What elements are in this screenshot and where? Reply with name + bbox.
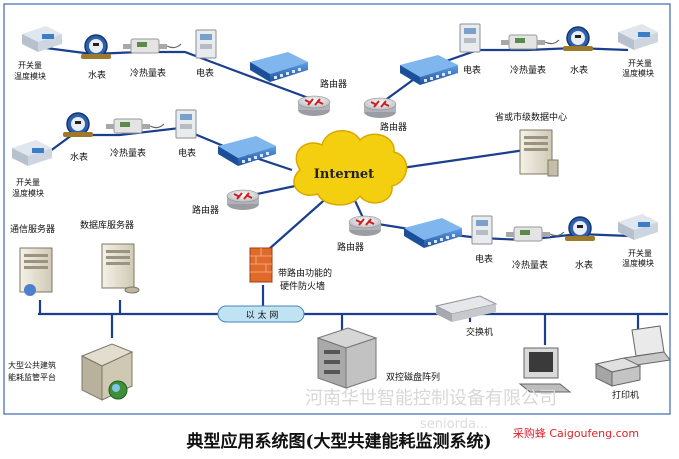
- firewall-label-line2: 硬件防火墙: [280, 280, 325, 292]
- heat-meter-top-right: 冷热量表: [500, 34, 560, 76]
- power-meter-mid-left: 电表: [175, 109, 197, 159]
- water-meter-mid-left: 水表: [62, 112, 94, 163]
- switch-temp-label-line2: 温度模块: [12, 188, 44, 198]
- diagram-caption: 典型应用系统图(大型共建能耗监测系统): [186, 431, 491, 452]
- power-meter-top-left: 电表: [195, 29, 217, 79]
- temp-module-lower-right: 开关量 温度模块: [618, 214, 658, 268]
- db-server: 数据库服务器: [80, 219, 140, 294]
- router-label: 路由器: [192, 204, 219, 216]
- heat-meter-label: 冷热量表: [510, 64, 546, 76]
- comm-server: 通信服务器: [10, 223, 55, 296]
- temp-module-top-left: 开关量 温度模块: [14, 26, 62, 81]
- router-mid-left: 路由器: [192, 189, 260, 216]
- router-label: 路由器: [320, 78, 347, 90]
- switch-temp-label-line1: 开关量: [16, 177, 40, 187]
- switch-temp-label-line2: 温度模块: [14, 71, 46, 81]
- water-meter-label: 水表: [88, 69, 106, 81]
- router-lower-right: 路由器: [337, 215, 382, 253]
- internet-cloud: Internet: [293, 130, 408, 206]
- heat-meter-lower-right: 冷热量表: [505, 226, 565, 271]
- power-meter-label: 电表: [178, 147, 196, 159]
- network-switch: 交换机: [434, 295, 498, 338]
- router-label: 路由器: [337, 241, 364, 253]
- monitoring-platform: 大型公共建筑 能耗监管平台: [8, 343, 134, 401]
- heat-meter-label: 冷热量表: [130, 67, 166, 79]
- temp-module-top-right: 开关量 温度模块: [618, 24, 658, 78]
- router-top-right: 路由器: [363, 97, 407, 133]
- platform-label-line2: 能耗监管平台: [8, 372, 56, 382]
- url-watermark: seniorda...: [420, 417, 488, 432]
- water-meter-label: 水表: [575, 259, 593, 271]
- company-watermark: 河南华世智能控制设备有限公司: [305, 388, 557, 409]
- data-center: 省或市级数据中心: [495, 111, 567, 177]
- power-meter-label: 电表: [196, 67, 214, 79]
- heat-meter-mid-left: 冷热量表: [105, 118, 165, 159]
- disk-array-label: 双控磁盘阵列: [386, 371, 440, 383]
- water-meter-lower-right: 水表: [564, 216, 596, 271]
- db-server-label: 数据库服务器: [80, 219, 134, 231]
- io-module-top-left: [250, 52, 308, 82]
- firewall-label-line1: 带路由功能的: [278, 267, 332, 279]
- water-meter-top-left: 水表: [80, 34, 112, 81]
- router-top-left: 路由器: [297, 78, 347, 117]
- workstation: [518, 347, 572, 393]
- heat-meter-label: 冷热量表: [512, 259, 548, 271]
- laptop: [623, 325, 671, 367]
- printer-label: 打印机: [612, 389, 639, 401]
- switch-temp-label-line2: 温度模块: [622, 68, 654, 78]
- brand-watermark: 采购蜂 Caigoufeng.com: [513, 426, 639, 440]
- switch-temp-label-line2: 温度模块: [622, 258, 654, 268]
- switch-temp-label-line1: 开关量: [628, 58, 652, 68]
- printer: 打印机: [594, 357, 642, 401]
- internet-label: Internet: [314, 167, 374, 182]
- platform-label-line1: 大型公共建筑: [8, 360, 56, 370]
- bus-label: 以 太 网: [246, 309, 279, 321]
- power-meter-label: 电表: [475, 253, 493, 265]
- switch-temp-label-line1: 开关量: [18, 60, 42, 70]
- heat-meter-label: 冷热量表: [110, 147, 146, 159]
- power-meter-top-right: 电表: [459, 23, 481, 76]
- router-label: 路由器: [380, 121, 407, 133]
- switch-label: 交换机: [466, 326, 493, 338]
- water-meter-label: 水表: [70, 151, 88, 163]
- water-meter-label: 水表: [570, 64, 588, 76]
- switch-temp-label-line1: 开关量: [628, 248, 652, 258]
- heat-meter-top-left: 冷热量表: [122, 38, 182, 79]
- disk-array: 双控磁盘阵列: [316, 327, 440, 389]
- power-meter-lower-right: 电表: [471, 215, 493, 265]
- ethernet-bus-label: 以 太 网: [217, 305, 305, 323]
- diagram-frame: [3, 3, 671, 415]
- water-meter-top-right: 水表: [562, 26, 594, 76]
- comm-server-label: 通信服务器: [10, 223, 55, 235]
- data-center-label: 省或市级数据中心: [495, 111, 567, 123]
- temp-module-mid-left: 开关量 温度模块: [12, 140, 52, 198]
- io-module-lower-right: [404, 218, 462, 248]
- firewall: 带路由功能的 硬件防火墙: [249, 247, 332, 292]
- power-meter-label: 电表: [463, 64, 481, 76]
